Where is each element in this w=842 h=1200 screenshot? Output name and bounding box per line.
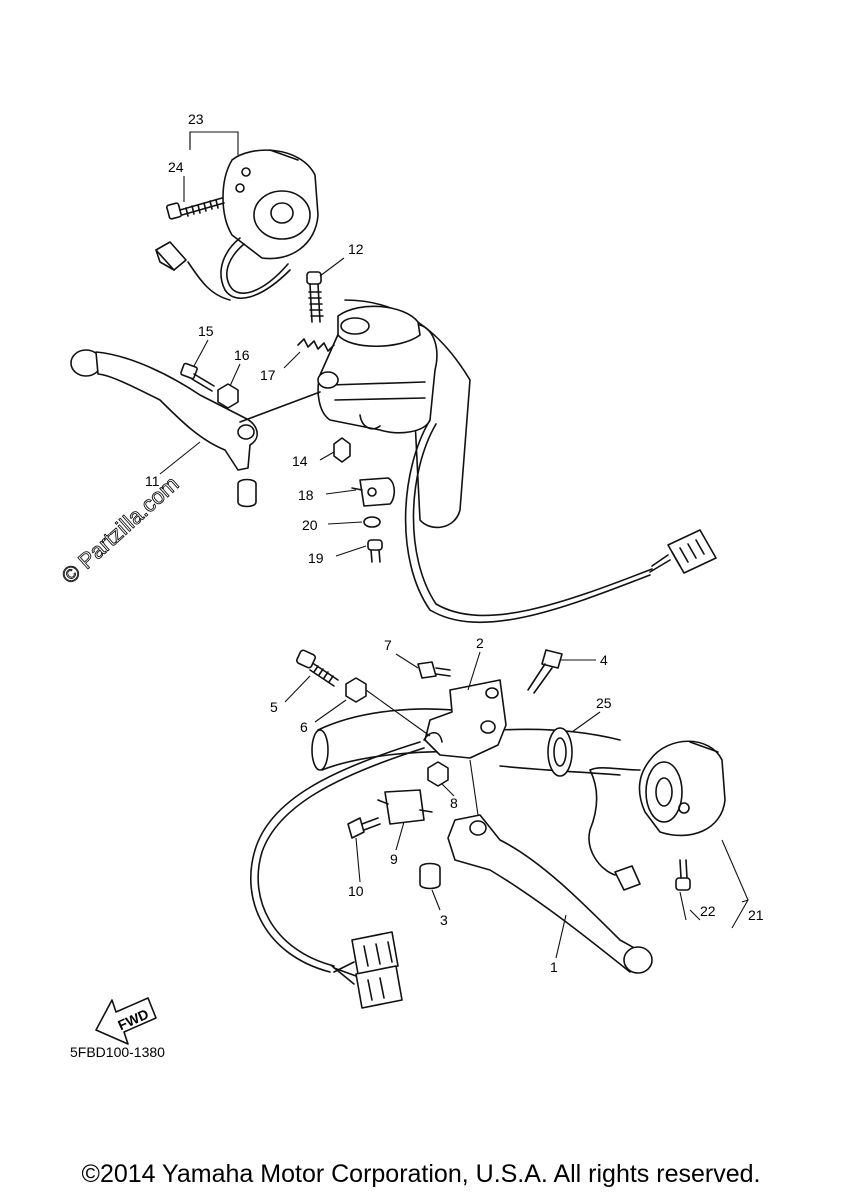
nut-8 bbox=[427, 761, 449, 787]
clutch-switch-9 bbox=[377, 789, 433, 825]
screw-10 bbox=[347, 817, 381, 839]
switch-wire-lead bbox=[187, 261, 231, 301]
callout-14: 14 bbox=[292, 453, 308, 469]
nut-14 bbox=[333, 437, 351, 463]
callout-3: 3 bbox=[440, 912, 448, 928]
callout-5: 5 bbox=[270, 699, 278, 715]
bolt-4 bbox=[527, 649, 563, 694]
callout-7: 7 bbox=[384, 637, 392, 653]
bolt-15 bbox=[180, 362, 215, 392]
lever-holder-2 bbox=[423, 679, 507, 759]
washer-20 bbox=[363, 516, 381, 528]
callout-24: 24 bbox=[168, 159, 184, 175]
bolt-7 bbox=[417, 661, 451, 679]
bolt-24 bbox=[166, 197, 225, 220]
callout-4: 4 bbox=[600, 652, 608, 668]
handlebar-switch-21 bbox=[638, 740, 726, 837]
wire-connector-top bbox=[155, 241, 187, 271]
callout-23: 23 bbox=[188, 111, 204, 127]
callout-21: 21 bbox=[748, 907, 764, 923]
clutch-lever-1 bbox=[447, 814, 653, 974]
nut-16 bbox=[217, 383, 239, 409]
callout-10: 10 bbox=[348, 883, 364, 899]
wiring-switch bbox=[588, 767, 641, 876]
nut-6 bbox=[345, 677, 367, 703]
wiring-lower bbox=[250, 741, 425, 973]
fwd-arrow: FWD bbox=[95, 997, 157, 1045]
collar-3 bbox=[419, 862, 441, 890]
callout-numbers: 23 24 12 15 16 17 11 14 18 20 19 7 2 4 2… bbox=[145, 111, 764, 975]
callout-22: 22 bbox=[700, 903, 716, 919]
callout-1: 1 bbox=[550, 959, 558, 975]
callout-12: 12 bbox=[348, 241, 364, 257]
callout-8: 8 bbox=[450, 795, 458, 811]
callout-6: 6 bbox=[300, 719, 308, 735]
grip-25 bbox=[547, 727, 573, 777]
callout-16: 16 bbox=[234, 347, 250, 363]
diagram-code: 5FBD100-1380 bbox=[70, 1044, 165, 1060]
bolt-5 bbox=[295, 649, 339, 687]
watermark: © Partzilla.com bbox=[57, 471, 184, 589]
brake-hose bbox=[404, 419, 653, 624]
callout-25: 25 bbox=[596, 695, 612, 711]
bolt-12 bbox=[306, 271, 324, 323]
wire-connector-lower bbox=[331, 931, 403, 1009]
hose-connector-right bbox=[649, 529, 717, 574]
spring-17 bbox=[297, 338, 335, 352]
callout-17: 17 bbox=[260, 367, 276, 383]
callout-9: 9 bbox=[390, 851, 398, 867]
callout-20: 20 bbox=[302, 517, 318, 533]
callout-19: 19 bbox=[308, 550, 324, 566]
brake-switch-18 bbox=[351, 477, 396, 507]
screw-22 bbox=[675, 859, 691, 891]
callout-2: 2 bbox=[476, 635, 484, 651]
callout-18: 18 bbox=[298, 487, 314, 503]
master-cylinder bbox=[317, 305, 438, 434]
leader-lines bbox=[159, 131, 749, 959]
callout-15: 15 bbox=[198, 323, 214, 339]
handlebar-tube-end bbox=[311, 729, 329, 771]
wire-connector-small bbox=[614, 865, 641, 891]
lever-collar bbox=[237, 478, 257, 508]
screw-19 bbox=[367, 539, 383, 563]
copyright-notice: ©2014 Yamaha Motor Corporation, U.S.A. A… bbox=[81, 1160, 761, 1188]
callout-11: 11 bbox=[145, 473, 160, 489]
switch-wire bbox=[220, 237, 291, 299]
handlebar-switch-23 bbox=[222, 149, 319, 260]
brake-lever-11 bbox=[70, 349, 321, 471]
